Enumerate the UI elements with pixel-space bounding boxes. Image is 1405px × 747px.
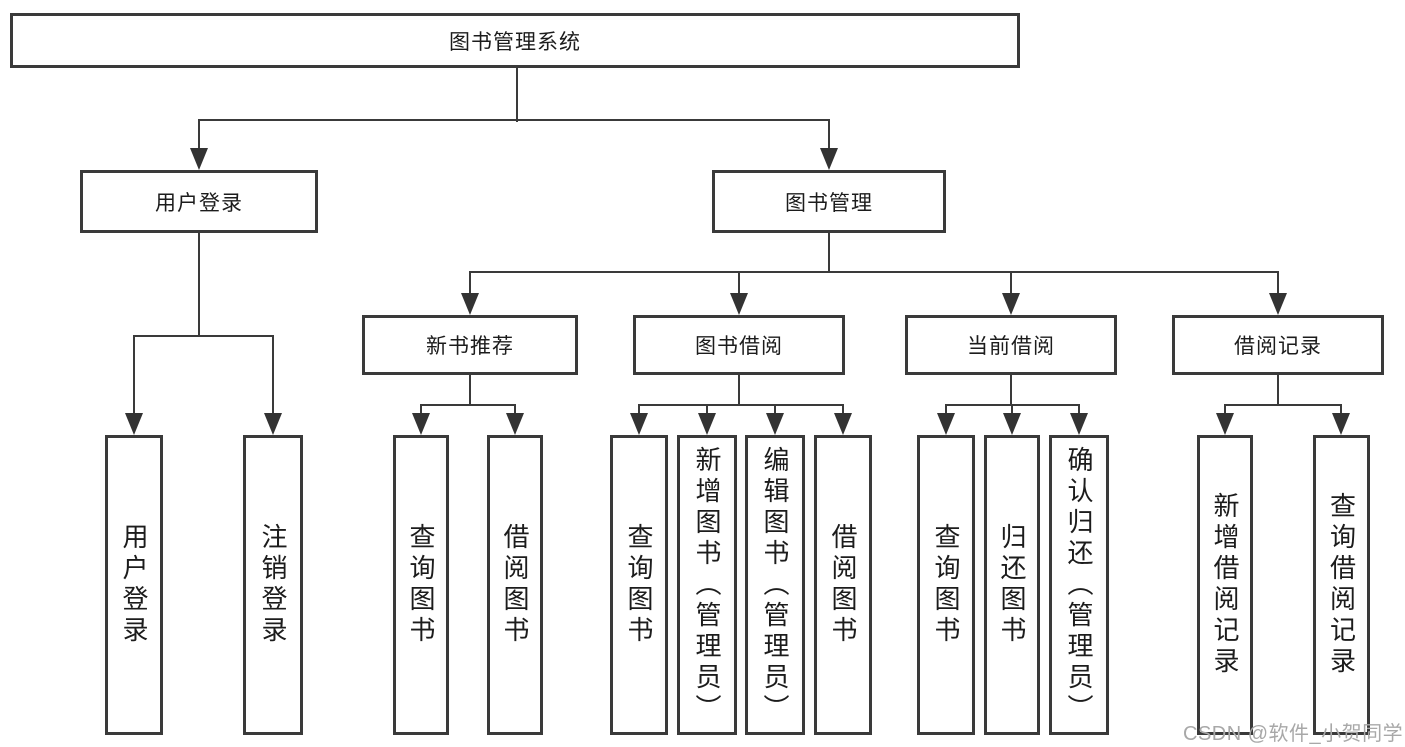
connector-vline: [1277, 272, 1279, 294]
arrow-down-icon: [766, 413, 784, 435]
node-label: 注销登录: [258, 523, 288, 647]
leaf-query-book-1: 查询图书: [393, 435, 449, 735]
connector-vline: [198, 120, 200, 151]
arrow-down-icon: [1269, 293, 1287, 315]
connector-vline: [514, 405, 516, 414]
node-label: 新增借阅记录: [1210, 492, 1240, 678]
node-label: 图书管理: [785, 191, 873, 215]
leaf-logout-login: 注销登录: [243, 435, 303, 735]
node-book-borrow: 图书借阅: [633, 315, 845, 375]
csdn-watermark: CSDN @软件_小贺同学: [1183, 723, 1404, 745]
arrow-down-icon: [730, 293, 748, 315]
arrow-down-icon: [125, 413, 143, 435]
connector-hline: [1224, 404, 1342, 406]
node-label: 图书管理系统: [449, 30, 581, 54]
node-label: 归还图书: [997, 523, 1027, 647]
arrow-down-icon: [630, 413, 648, 435]
connector-vline: [469, 272, 471, 294]
arrow-down-icon: [412, 413, 430, 435]
leaf-edit-book-admin: 编辑图书（管理员）: [745, 435, 805, 735]
arrow-down-icon: [1216, 413, 1234, 435]
arrow-down-icon: [1070, 413, 1088, 435]
connector-vline: [1340, 405, 1342, 414]
connector-vline: [1011, 405, 1013, 414]
connector-vline: [828, 120, 830, 151]
connector-vline: [133, 336, 135, 414]
arrow-down-icon: [820, 148, 838, 170]
leaf-query-book-3: 查询图书: [917, 435, 975, 735]
node-label: 图书借阅: [695, 335, 783, 358]
connector-vline: [706, 405, 708, 414]
arrow-down-icon: [937, 413, 955, 435]
node-current-borrow: 当前借阅: [905, 315, 1117, 375]
node-label: 借阅图书: [500, 523, 530, 647]
connector-vline: [842, 405, 844, 414]
leaf-query-book-2: 查询图书: [610, 435, 668, 735]
connector-vline: [469, 375, 471, 406]
node-label: 查询图书: [624, 523, 654, 647]
node-book-management: 图书管理: [712, 170, 946, 233]
node-library-system: 图书管理系统: [10, 13, 1020, 68]
node-label: 当前借阅: [967, 335, 1055, 358]
connector-vline: [774, 405, 776, 414]
node-label: 查询图书: [406, 523, 436, 647]
connector-hline: [133, 335, 274, 337]
arrow-down-icon: [834, 413, 852, 435]
node-borrow-records: 借阅记录: [1172, 315, 1384, 375]
leaf-user-login: 用户登录: [105, 435, 163, 735]
leaf-borrow-book-2: 借阅图书: [814, 435, 872, 735]
connector-vline: [1078, 405, 1080, 414]
node-label: 新书推荐: [426, 335, 514, 358]
connector-vline: [1277, 375, 1279, 406]
connector-hline: [420, 404, 516, 406]
connector-vline: [1224, 405, 1226, 414]
arrow-down-icon: [1332, 413, 1350, 435]
arrow-down-icon: [461, 293, 479, 315]
connector-vline: [198, 233, 200, 336]
arrow-down-icon: [506, 413, 524, 435]
connector-hline: [469, 271, 1279, 273]
node-label: 查询借阅记录: [1326, 492, 1357, 678]
node-label: 编辑图书（管理员）: [760, 445, 790, 725]
connector-vline: [1010, 375, 1012, 406]
leaf-query-borrow-record: 查询借阅记录: [1313, 435, 1370, 735]
arrow-down-icon: [264, 413, 282, 435]
leaf-return-book: 归还图书: [984, 435, 1040, 735]
node-label: 借阅图书: [828, 523, 858, 647]
leaf-add-book-admin: 新增图书（管理员）: [677, 435, 737, 735]
connector-vline: [638, 405, 640, 414]
connector-vline: [420, 405, 422, 414]
node-label: 查询图书: [931, 523, 961, 647]
node-label: 用户登录: [155, 191, 243, 215]
connector-vline: [1010, 272, 1012, 294]
connector-vline: [828, 233, 830, 273]
connector-hline: [198, 119, 830, 121]
connector-vline: [272, 336, 274, 414]
leaf-add-borrow-record: 新增借阅记录: [1197, 435, 1253, 735]
node-label: 借阅记录: [1234, 335, 1322, 358]
node-user-login: 用户登录: [80, 170, 318, 233]
node-label: 新增图书（管理员）: [692, 445, 722, 725]
connector-vline: [516, 68, 518, 122]
node-label: 用户登录: [119, 523, 149, 647]
connector-vline: [738, 272, 740, 294]
arrow-down-icon: [1003, 413, 1021, 435]
node-new-book-recommend: 新书推荐: [362, 315, 578, 375]
connector-hline: [638, 404, 844, 406]
connector-vline: [945, 405, 947, 414]
arrow-down-icon: [190, 148, 208, 170]
leaf-borrow-book-1: 借阅图书: [487, 435, 543, 735]
arrow-down-icon: [1002, 293, 1020, 315]
arrow-down-icon: [698, 413, 716, 435]
node-label: 确认归还（管理员）: [1064, 445, 1094, 725]
leaf-confirm-return-admin: 确认归还（管理员）: [1049, 435, 1109, 735]
connector-vline: [738, 375, 740, 406]
